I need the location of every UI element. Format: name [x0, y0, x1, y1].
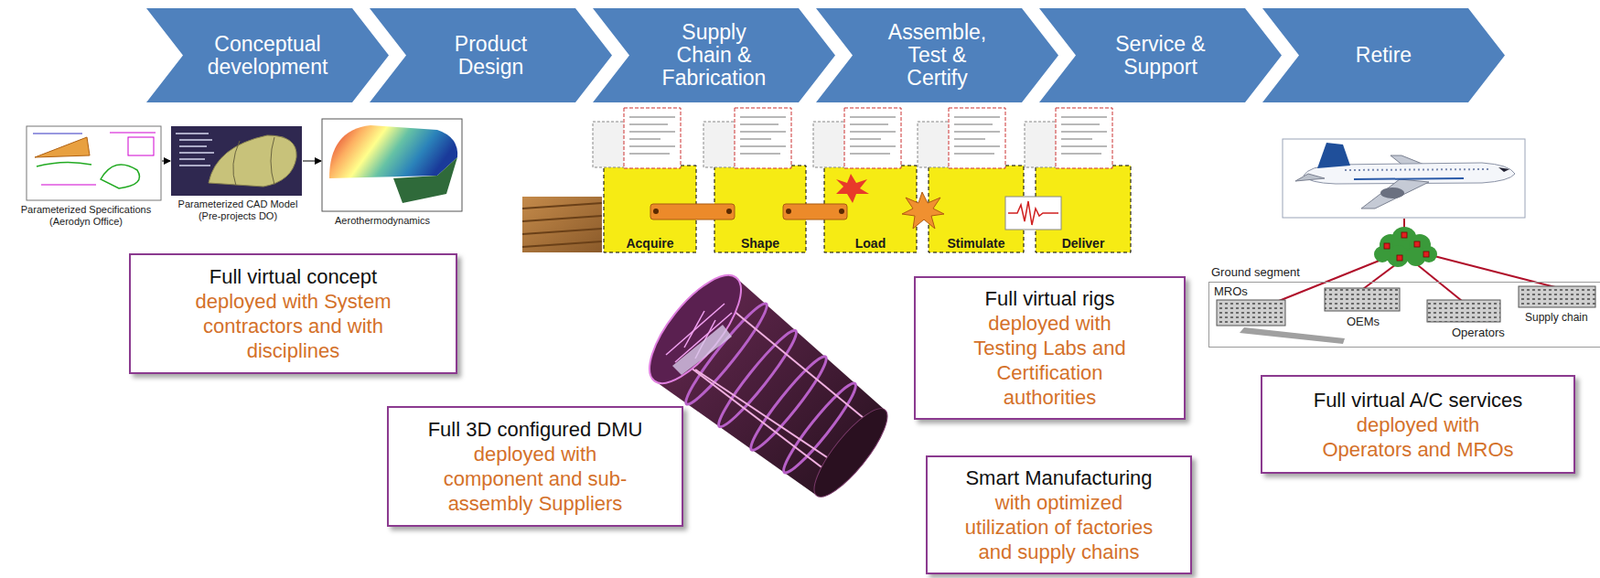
site-label: MROs — [1213, 285, 1248, 299]
chevron-fill — [592, 8, 836, 103]
box-title: Full virtual rigs — [985, 286, 1116, 312]
box-title: Smart Manufacturing — [965, 465, 1152, 491]
chevron-fill — [1039, 8, 1282, 103]
stage-chevron: Conceptual development — [146, 8, 389, 103]
stage-chevron: Assemble, Test & Certify — [816, 8, 1059, 103]
callout-box: Full virtual conceptdeployed with System… — [128, 253, 458, 375]
callout-box: Full virtual A/C servicesdeployed with O… — [1260, 375, 1576, 474]
site-label: OEMs — [1346, 315, 1380, 329]
site-label: Operators — [1451, 326, 1505, 340]
stage-label: Product Design — [431, 32, 551, 79]
stage-label: Retire — [1326, 43, 1441, 67]
box-title: Full 3D configured DMU — [428, 417, 644, 442]
stage-chevron: Service & Support — [1039, 8, 1282, 103]
panel-heading: Ground segment — [1211, 266, 1300, 280]
stage-chevron: Product Design — [369, 8, 613, 103]
stage-label: Conceptual development — [192, 32, 344, 79]
step-label: Acquire — [603, 236, 697, 251]
box-title: Full virtual concept — [209, 264, 377, 290]
callout-box: Full virtual rigsdeployed with Testing L… — [913, 276, 1186, 420]
aerothermo-plot — [322, 118, 462, 212]
box-detail: deployed with System contractors and wit… — [179, 289, 409, 364]
site-label: Supply chain — [1524, 311, 1589, 324]
stage-label: Supply Chain & Fabrication — [656, 21, 772, 90]
box-title: Full virtual A/C services — [1313, 387, 1524, 413]
cad-model — [171, 126, 302, 196]
image-caption: Aerothermodynamics — [318, 214, 447, 227]
box-detail: with optimized utilization of factories … — [960, 490, 1158, 565]
network-links — [1278, 218, 1556, 301]
flow-arrow — [302, 161, 322, 162]
ground-buildings — [1216, 286, 1596, 344]
box-detail: deployed with component and sub-assembly… — [439, 441, 632, 516]
stage-label: Assemble, Test & Certify — [880, 21, 995, 90]
stage-chevron: Supply Chain & Fabrication — [592, 8, 836, 103]
process-chain — [522, 107, 1131, 253]
chevron-fill — [816, 8, 1059, 103]
chevron-text-area: Assemble, Test & Certify — [816, 8, 1059, 103]
box-detail: deployed with Testing Labs and Certifica… — [963, 311, 1138, 410]
callout-box: Smart Manufacturingwith optimized utiliz… — [925, 455, 1192, 575]
network-cloud — [1374, 226, 1438, 268]
chevron-text-area: Conceptual development — [146, 8, 389, 103]
stage-chevron: Retire — [1262, 8, 1505, 103]
chevron-fill — [1262, 8, 1505, 103]
step-label: Load — [824, 236, 917, 251]
image-caption: Parameterized CAD Model (Pre-projects DO… — [173, 198, 302, 223]
chevron-fill — [369, 8, 613, 103]
box-detail: deployed with Operators and MROs — [1320, 412, 1517, 462]
step-label: Shape — [714, 236, 806, 251]
image-caption: Parameterized Specifications (Aerodyn Of… — [8, 204, 164, 228]
spec-sketch — [26, 126, 162, 201]
chevron-text-area: Product Design — [369, 8, 613, 103]
ground-segment-panel: Ground segmentMROsOEMsOperatorsSupply ch… — [1208, 281, 1600, 348]
step-label: Stimulate — [928, 236, 1024, 251]
chevron-text-area: Supply Chain & Fabrication — [592, 8, 836, 103]
step-label: Deliver — [1035, 236, 1131, 251]
aircraft-picture — [1282, 139, 1525, 218]
stage-label: Service & Support — [1103, 32, 1218, 79]
chevron-text-area: Retire — [1262, 8, 1505, 103]
chevron-fill — [146, 8, 389, 103]
chevron-text-area: Service & Support — [1039, 8, 1282, 103]
callout-box: Full 3D configured DMUdeployed with comp… — [386, 406, 684, 527]
flow-arrow — [161, 161, 171, 162]
